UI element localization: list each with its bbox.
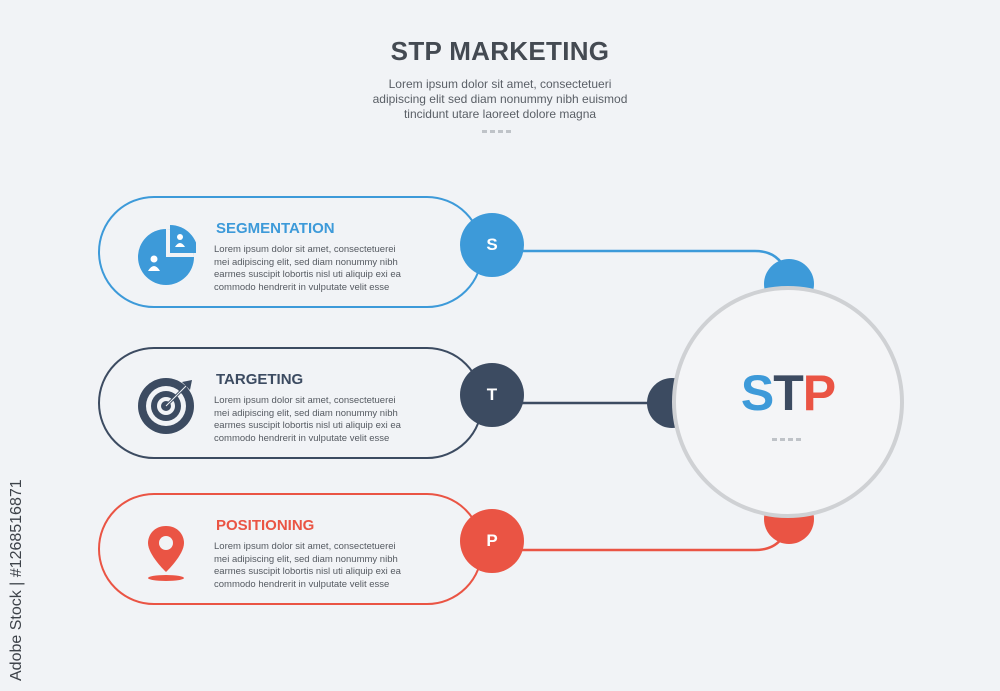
target-arrow-icon xyxy=(138,378,194,434)
stp-hub-circle: STP xyxy=(672,286,904,518)
segmentation-card: SEGMENTATION Lorem ipsum dolor sit amet,… xyxy=(98,196,483,308)
segmentation-title: SEGMENTATION xyxy=(216,220,335,237)
subtitle-line: adipiscing elit sed diam nonummy nibh eu… xyxy=(372,92,628,106)
hub-label: STP xyxy=(676,364,900,422)
positioning-letter-badge: P xyxy=(460,509,524,573)
positioning-card: POSITIONING Lorem ipsum dolor sit amet, … xyxy=(98,493,483,605)
targeting-card: TARGETING Lorem ipsum dolor sit amet, co… xyxy=(98,347,483,459)
segmentation-letter-badge: S xyxy=(460,213,524,277)
page-title: STP MARKETING xyxy=(390,36,610,66)
connector-s xyxy=(515,249,791,286)
stock-id-text: Adobe Stock | #1268516871 xyxy=(8,479,25,681)
subtitle: Lorem ipsum dolor sit amet, consectetuer… xyxy=(330,77,670,122)
hub-letter-s: S xyxy=(740,365,774,421)
hub-letter-t: T xyxy=(773,365,804,421)
targeting-title: TARGETING xyxy=(216,371,304,388)
subtitle-line: tincidunt utare laoreet dolore magna xyxy=(403,107,597,121)
subtitle-line: Lorem ipsum dolor sit amet, consectetuer… xyxy=(388,77,612,91)
segmentation-description: Lorem ipsum dolor sit amet, consectetuer… xyxy=(214,244,401,293)
hub-letter-p: P xyxy=(802,365,836,421)
location-pin-icon xyxy=(148,526,184,581)
targeting-description: Lorem ipsum dolor sit amet, consectetuer… xyxy=(214,395,401,444)
pie-chart-users-icon xyxy=(138,225,196,285)
hub-dots xyxy=(772,438,801,441)
title-dots xyxy=(482,130,511,133)
positioning-description: Lorem ipsum dolor sit amet, consectetuer… xyxy=(214,541,401,590)
positioning-title: POSITIONING xyxy=(216,517,315,534)
connector-p xyxy=(515,517,791,552)
targeting-letter-badge: T xyxy=(460,363,524,427)
